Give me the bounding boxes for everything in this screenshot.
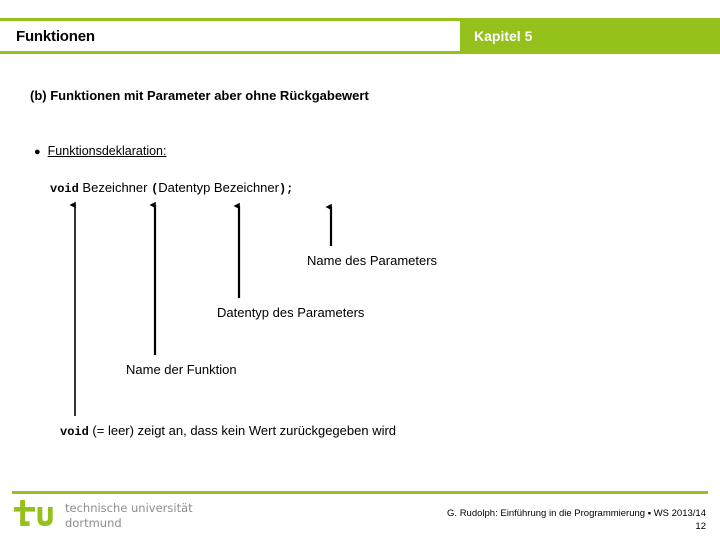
footer-divider [12, 491, 708, 494]
note-void-explanation: void (= leer) zeigt an, dass kein Wert z… [60, 423, 396, 439]
header-title-box: Funktionen [0, 21, 460, 51]
code-keyword-void: void [50, 182, 79, 196]
code-semicolon: ; [286, 182, 294, 196]
code-parameter: Datentyp Bezeichner [158, 180, 279, 195]
header-chapter-box: Kapitel 5 [460, 18, 720, 54]
callout-name-der-funktion: Name der Funktion [126, 362, 237, 377]
bullet-label: Funktionsdeklaration: [47, 144, 167, 158]
logo-line-2: dortmund [65, 515, 122, 530]
slide-header: Funktionen Kapitel 5 [0, 18, 720, 54]
section-subtitle: (b) Funktionen mit Parameter aber ohne R… [30, 88, 369, 103]
tu-logo-icon [14, 500, 53, 526]
chapter-label: Kapitel 5 [474, 28, 533, 44]
logo-wordmark: technische universität dortmund [65, 501, 193, 529]
code-declaration-line: void Bezeichner (Datentyp Bezeichner); [50, 180, 293, 196]
code-paren-close: ) [278, 182, 287, 196]
tu-dortmund-logo: technische universität dortmund [14, 500, 193, 531]
logo-line-1: technische universität [65, 501, 193, 516]
footer-page-number: 12 [695, 521, 706, 532]
code-function-name: Bezeichner [78, 180, 152, 195]
bullet-dot-icon: ● [34, 146, 41, 158]
bullet-funktionsdeklaration: ● Funktionsdeklaration: [34, 144, 166, 158]
note-keyword-void: void [60, 425, 89, 439]
page-title: Funktionen [16, 27, 95, 45]
code-paren-open: ( [151, 182, 159, 196]
note-text: (= leer) zeigt an, dass kein Wert zurück… [88, 423, 397, 438]
callout-name-des-parameters: Name des Parameters [307, 253, 438, 268]
callout-datentyp-des-parameters: Datentyp des Parameters [217, 305, 365, 320]
footer-credit: G. Rudolph: Einführung in die Programmie… [447, 508, 706, 519]
